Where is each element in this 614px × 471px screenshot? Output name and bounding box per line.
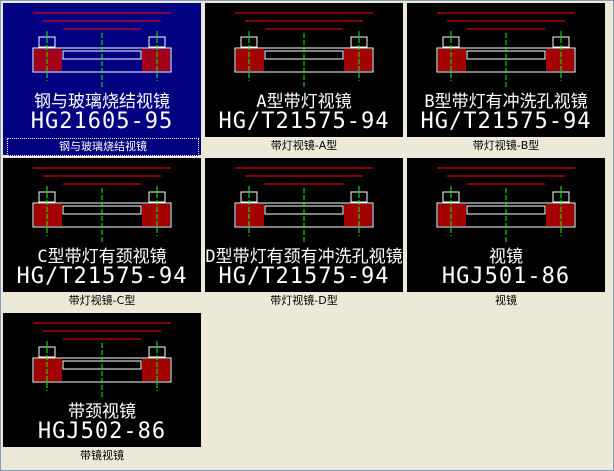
drawing-standard-code: HG/T21575-94 [218, 109, 390, 134]
library-item[interactable]: 视镜 HGJ501-86 视镜 [407, 158, 605, 310]
library-item[interactable]: C型带灯有颈视镜 HG/T21575-94 带灯视镜-C型 [3, 158, 201, 310]
drawing-thumbnail[interactable]: D型带灯有颈有冲洗孔视镜 HG/T21575-94 [205, 158, 403, 292]
drawing-thumbnail[interactable]: 带颈视镜 HGJ502-86 [3, 313, 201, 447]
cad-drawing-preview [436, 167, 576, 242]
drawing-thumbnail[interactable]: B型带灯有冲洗孔视镜 HG/T21575-94 [407, 3, 605, 137]
drawing-title: D型带灯有颈有冲洗孔视镜 [205, 247, 403, 267]
drawing-title: B型带灯有冲洗孔视镜 [424, 92, 588, 112]
cad-drawing-preview [234, 167, 374, 242]
cad-drawing-preview [32, 322, 172, 397]
item-label: 带灯视镜-B型 [472, 139, 540, 152]
library-item[interactable]: B型带灯有冲洗孔视镜 HG/T21575-94 带灯视镜-B型 [407, 3, 605, 155]
drawing-standard-code: HGJ502-86 [37, 419, 167, 444]
item-label: 带灯视镜-D型 [270, 294, 338, 307]
item-label: 钢与玻璃烧结视镜 [7, 138, 199, 156]
drawing-standard-code: HG/T21575-94 [420, 109, 592, 134]
drawing-thumbnail[interactable]: 视镜 HGJ501-86 [407, 158, 605, 292]
drawing-title: 钢与玻璃烧结视镜 [34, 92, 170, 112]
cad-drawing-preview [32, 12, 172, 87]
item-label: 带灯视镜-A型 [270, 139, 338, 152]
drawing-thumbnail[interactable]: A型带灯视镜 HG/T21575-94 [205, 3, 403, 137]
library-item[interactable]: A型带灯视镜 HG/T21575-94 带灯视镜-A型 [205, 3, 403, 155]
drawing-title: 视镜 [489, 247, 523, 267]
item-label: 带灯视镜-C型 [68, 294, 136, 307]
drawing-standard-code: HG21605-95 [30, 109, 174, 134]
drawing-standard-code: HG/T21575-94 [16, 264, 188, 289]
library-item[interactable]: 钢与玻璃烧结视镜 HG21605-95 钢与玻璃烧结视镜 [3, 3, 201, 156]
item-label: 带镜视镜 [80, 449, 124, 462]
item-label: 视镜 [495, 294, 517, 307]
drawing-standard-code: HG/T21575-94 [218, 264, 390, 289]
drawing-thumbnail[interactable]: C型带灯有颈视镜 HG/T21575-94 [3, 158, 201, 292]
library-item[interactable]: 带颈视镜 HGJ502-86 带镜视镜 [3, 313, 201, 465]
drawing-title: A型带灯视镜 [256, 92, 352, 112]
drawing-standard-code: HGJ501-86 [441, 264, 571, 289]
thumbnail-grid: 钢与玻璃烧结视镜 HG21605-95 钢与玻璃烧结视镜 [3, 3, 605, 468]
drawing-thumbnail[interactable]: 钢与玻璃烧结视镜 HG21605-95 [3, 3, 201, 137]
library-item[interactable]: D型带灯有颈有冲洗孔视镜 HG/T21575-94 带灯视镜-D型 [205, 158, 403, 310]
cad-drawing-preview [436, 12, 576, 87]
cad-drawing-preview [32, 167, 172, 242]
drawing-title: C型带灯有颈视镜 [37, 247, 167, 267]
cad-drawing-preview [234, 12, 374, 87]
drawing-title: 带颈视镜 [68, 402, 136, 422]
